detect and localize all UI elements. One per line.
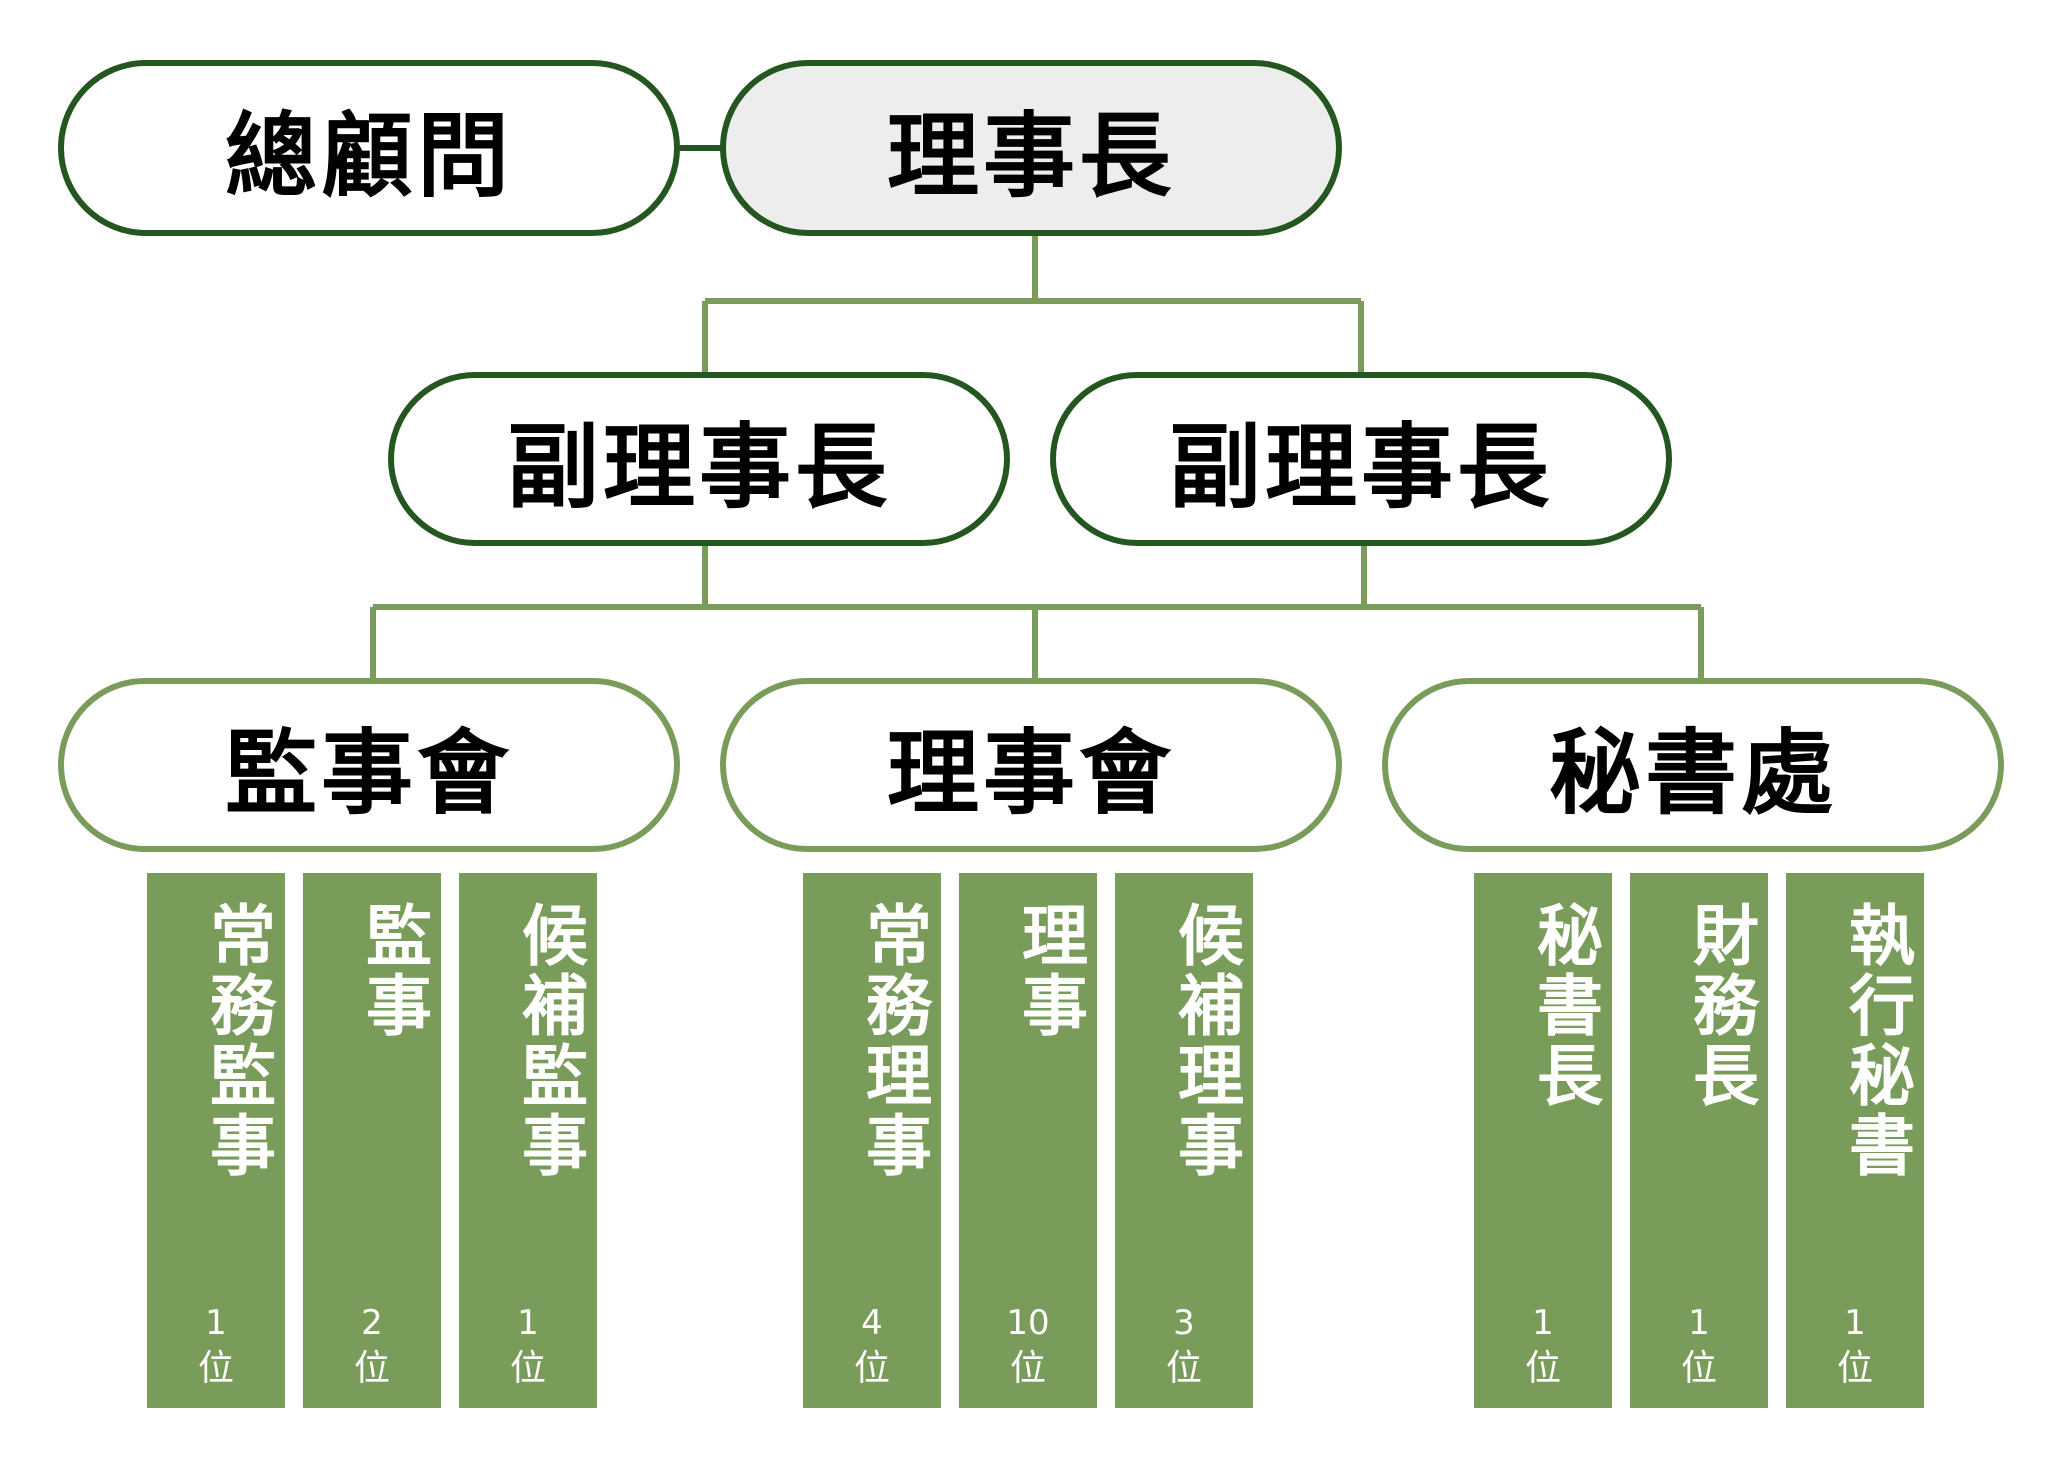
member-title: 候補理事 xyxy=(1167,901,1244,1181)
member-count: 1 xyxy=(1532,1303,1554,1343)
member-unit: 位 xyxy=(853,1348,890,1389)
member-count: 1 xyxy=(517,1303,539,1343)
chairman-label: 理事長 xyxy=(886,102,1175,210)
member-title: 秘書長 xyxy=(1526,901,1603,1111)
member-column: 常務監事 1 位 xyxy=(147,873,285,1408)
secretariat-node: 秘書處 xyxy=(1382,678,2004,852)
vice-chairman-node-left: 副理事長 xyxy=(388,372,1010,546)
member-unit: 位 xyxy=(1165,1348,1202,1389)
member-count: 10 xyxy=(1006,1303,1050,1343)
member-count: 1 xyxy=(1844,1303,1866,1343)
member-title: 執行秘書 xyxy=(1838,901,1915,1181)
department-label: 監事會 xyxy=(224,719,513,827)
vice-chairman-label: 副理事長 xyxy=(506,413,891,521)
department-label: 秘書處 xyxy=(1548,719,1837,827)
member-unit: 位 xyxy=(1836,1348,1873,1389)
member-count: 4 xyxy=(861,1303,883,1343)
member-title: 理事 xyxy=(1011,901,1088,1041)
member-column: 候補理事 3 位 xyxy=(1115,873,1253,1408)
member-column: 秘書長 1 位 xyxy=(1474,873,1612,1408)
vice-chairman-label: 副理事長 xyxy=(1168,413,1553,521)
member-unit: 位 xyxy=(353,1348,390,1389)
supervisors-board-node: 監事會 xyxy=(58,678,680,852)
chairman-node: 理事長 xyxy=(720,60,1342,236)
member-unit: 位 xyxy=(1524,1348,1561,1389)
member-column: 執行秘書 1 位 xyxy=(1786,873,1924,1408)
member-column: 理事 10 位 xyxy=(959,873,1097,1408)
member-title: 監事 xyxy=(355,901,432,1041)
member-count: 1 xyxy=(205,1303,227,1343)
advisor-node: 總顧問 xyxy=(58,60,680,236)
advisor-label: 總顧問 xyxy=(224,102,513,210)
member-unit: 位 xyxy=(1009,1348,1046,1389)
department-label: 理事會 xyxy=(886,719,1175,827)
member-count: 3 xyxy=(1173,1303,1195,1343)
member-column: 常務理事 4 位 xyxy=(803,873,941,1408)
member-column: 財務長 1 位 xyxy=(1630,873,1768,1408)
member-count: 1 xyxy=(1688,1303,1710,1343)
vice-chairman-node-right: 副理事長 xyxy=(1050,372,1672,546)
member-unit: 位 xyxy=(1680,1348,1717,1389)
member-title: 財務長 xyxy=(1682,901,1759,1111)
member-title: 常務理事 xyxy=(855,901,932,1181)
member-unit: 位 xyxy=(197,1348,234,1389)
member-column: 監事 2 位 xyxy=(303,873,441,1408)
member-title: 常務監事 xyxy=(199,901,276,1181)
member-unit: 位 xyxy=(509,1348,546,1389)
directors-board-node: 理事會 xyxy=(720,678,1342,852)
member-title: 候補監事 xyxy=(511,901,588,1181)
member-count: 2 xyxy=(361,1303,383,1343)
member-column: 候補監事 1 位 xyxy=(459,873,597,1408)
